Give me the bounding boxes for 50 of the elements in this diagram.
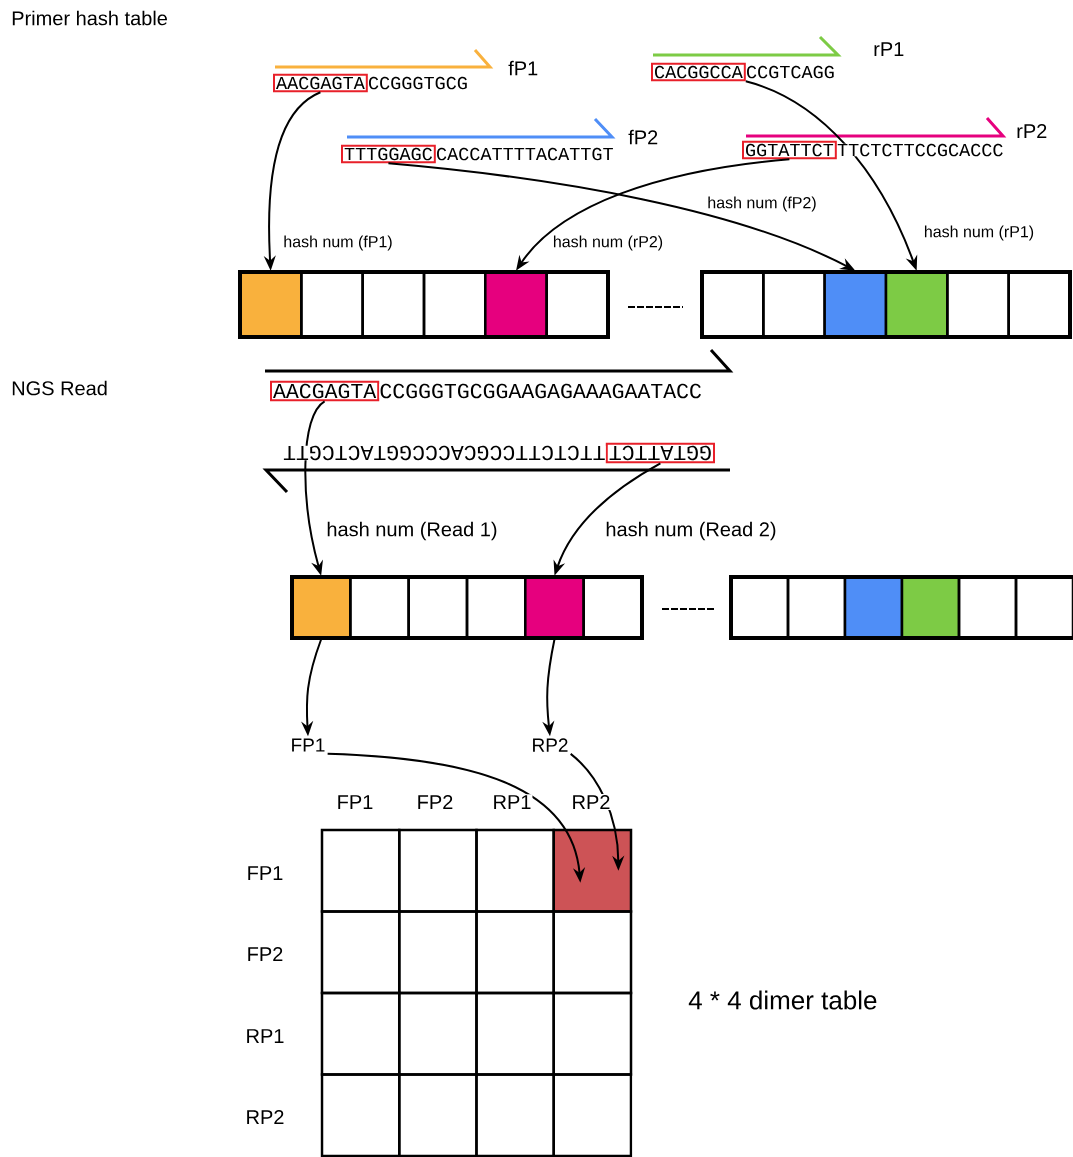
edge-label: hash num (Read 1) bbox=[325, 520, 499, 542]
sequence-text: CCGTCAGG bbox=[746, 65, 835, 79]
table-cell bbox=[475, 910, 555, 995]
table-cell bbox=[398, 1073, 478, 1157]
primer-name: fP2 bbox=[627, 128, 660, 146]
table-cell bbox=[398, 991, 478, 1076]
sequence-text: TTCTCTTCCGCACCCGGTACTCGTT bbox=[283, 445, 606, 461]
table-cell bbox=[320, 828, 401, 913]
column-header: FP2 bbox=[415, 794, 455, 810]
table-cell bbox=[398, 828, 478, 913]
sequence-text: CACCATTTTACATTGT bbox=[436, 147, 614, 161]
row-header: FP1 bbox=[245, 865, 285, 881]
primer-label: FP1 bbox=[292, 738, 325, 752]
table-cell bbox=[475, 991, 555, 1076]
highlighted-sequence: GGTATTCT bbox=[742, 140, 837, 160]
row-header: FP2 bbox=[245, 946, 285, 962]
primer-label: RP2 bbox=[533, 738, 568, 752]
table-cell bbox=[398, 910, 478, 995]
table-cell bbox=[552, 1073, 633, 1157]
table-title: 4 * 4 dimer table bbox=[687, 989, 879, 1011]
table-cell bbox=[552, 828, 633, 913]
edge-label: hash num (fP1) bbox=[282, 234, 394, 252]
section-heading: Primer hash table bbox=[10, 9, 169, 27]
column-header: RP2 bbox=[570, 794, 612, 810]
table-cell bbox=[552, 910, 633, 995]
row-header: RP2 bbox=[244, 1109, 286, 1125]
highlighted-sequence: TTTGGAGC bbox=[341, 144, 436, 164]
sequence-text: TTCTCTTCCGCACCC bbox=[837, 143, 1004, 157]
highlighted-sequence: GGTATTCT bbox=[605, 442, 715, 464]
column-header: FP1 bbox=[335, 794, 375, 810]
highlighted-sequence: AACGAGTA bbox=[273, 73, 368, 93]
section-heading: NGS Read bbox=[10, 379, 109, 397]
table-cell bbox=[320, 910, 401, 995]
primer-name: fP1 bbox=[507, 59, 540, 77]
table-cell bbox=[552, 991, 633, 1076]
edge-label: hash num (rP1) bbox=[922, 224, 1036, 242]
edge-label: hash num (rP2) bbox=[551, 234, 665, 252]
highlighted-sequence: AACGAGTA bbox=[270, 380, 380, 402]
column-header: RP1 bbox=[491, 794, 533, 810]
primer-name: rP1 bbox=[872, 41, 906, 57]
table-cell bbox=[320, 1073, 401, 1157]
edge-label: hash num (Read 2) bbox=[604, 520, 778, 542]
row-header: RP1 bbox=[244, 1028, 286, 1044]
primer-name: rP2 bbox=[1015, 123, 1049, 139]
sequence-text: CCGGGTGCG bbox=[368, 76, 468, 90]
table-cell bbox=[475, 1073, 555, 1157]
edge-label: hash num (fP2) bbox=[706, 195, 818, 213]
table-cell bbox=[320, 991, 401, 1076]
sequence-text: CCGGGTGCGGAAGAGAAAGAATACC bbox=[379, 383, 702, 399]
highlighted-sequence: CACGGCCA bbox=[651, 62, 746, 82]
